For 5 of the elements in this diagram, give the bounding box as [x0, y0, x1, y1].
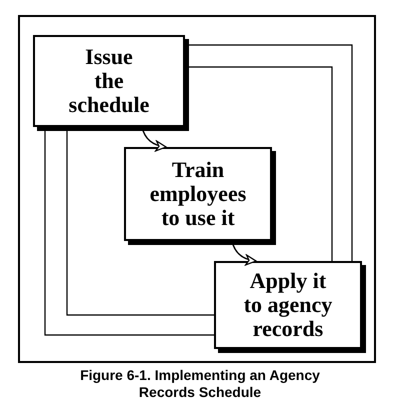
step-text: Apply it to agency records	[242, 269, 334, 341]
frame-box	[18, 15, 376, 363]
step-text: Issue the schedule	[68, 45, 150, 117]
figure-caption: Figure 6-1. Implementing an Agency Records Schedule	[79, 367, 321, 401]
step-text: Train employees to use it	[148, 158, 248, 230]
